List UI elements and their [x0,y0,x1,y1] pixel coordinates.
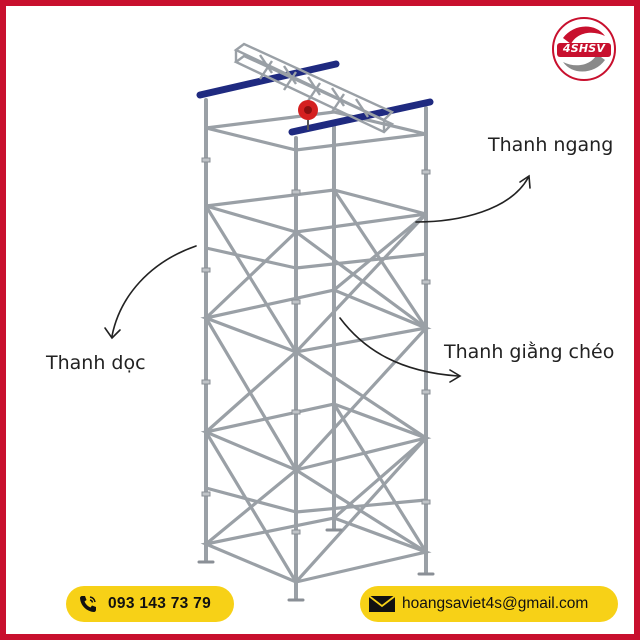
post-collars [201,157,431,535]
label-thanh-ngang: Thanh ngang [488,134,614,156]
top-rails [196,60,434,136]
arrow-thanh-giang-cheo [339,317,459,377]
hoist [298,100,318,130]
logo-mark [552,17,616,81]
envelope-icon [368,594,396,614]
email-address: hoangsaviet4s@gmail.com [402,595,589,612]
diagonal-braces [204,188,428,584]
arrow-thanh-ngang [415,177,529,223]
phone-icon [78,594,98,614]
base-plates [197,528,435,602]
truss-beam [233,42,395,134]
logo-text: 4SHSV [562,42,606,55]
label-thanh-giang-cheo: Thanh giằng chéo [444,341,615,363]
brand-logo: 4SHSV [551,16,617,82]
phone-contact[interactable]: 093 143 73 79 [66,586,234,622]
phone-number: 093 143 73 79 [108,595,212,612]
scaffold-tower [197,98,435,602]
label-thanh-doc: Thanh dọc [46,352,146,374]
email-contact[interactable]: hoangsaviet4s@gmail.com [360,586,618,622]
horizontal-ledgers [200,110,432,584]
annotation-arrows [104,174,531,383]
arrow-thanh-doc [111,245,197,337]
